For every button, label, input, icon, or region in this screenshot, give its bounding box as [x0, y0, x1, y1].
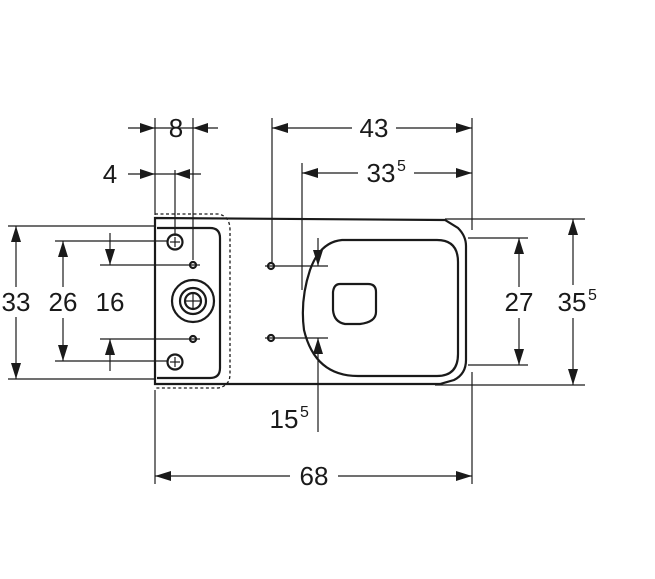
toilet-drain-outline	[331, 282, 378, 326]
dimension-33-5-label: 33	[367, 158, 396, 188]
dimension-15-5-superscript: 5	[300, 404, 309, 421]
dimension-33-5-superscript: 5	[397, 158, 406, 175]
dimension-35-5: 35 5	[558, 219, 597, 385]
dimension-8-label: 8	[169, 113, 183, 143]
dimension-43: 43	[272, 113, 472, 143]
dimension-15-5: 15 5	[270, 238, 323, 434]
dimension-35-5-label: 35	[558, 287, 587, 317]
dimension-68-label: 68	[300, 461, 329, 491]
toilet-outline	[153, 213, 468, 389]
dimension-15-5-label: 15	[270, 404, 299, 434]
toilet-bowl-outline	[301, 238, 460, 378]
dimension-27: 27	[505, 238, 534, 365]
cistern-dashed-outline	[155, 213, 231, 389]
cistern-inner-outline	[157, 226, 222, 380]
dimension-16-label: 16	[96, 287, 125, 317]
dimension-43-label: 43	[360, 113, 389, 143]
dimension-33-5: 33 5	[302, 158, 472, 188]
outlet-middle-circle	[178, 286, 208, 316]
dimension-4: 4	[103, 159, 201, 189]
dimension-33: 33	[0, 226, 34, 379]
toilet-body-outline	[153, 216, 468, 386]
extension-lines	[8, 118, 585, 484]
dimension-68: 68	[155, 461, 472, 491]
dimension-8: 8	[128, 113, 218, 143]
fixing-hole-bottom	[166, 353, 184, 371]
dimension-4-label: 4	[103, 159, 117, 189]
dimension-16: 16	[96, 233, 125, 371]
outlet-outer-circle	[170, 278, 216, 324]
dimension-27-label: 27	[505, 287, 534, 317]
dimension-26-label: 26	[49, 287, 78, 317]
dimension-33-label: 33	[2, 287, 31, 317]
dimension-35-5-superscript: 5	[588, 287, 597, 304]
dimension-26: 26	[49, 241, 78, 361]
